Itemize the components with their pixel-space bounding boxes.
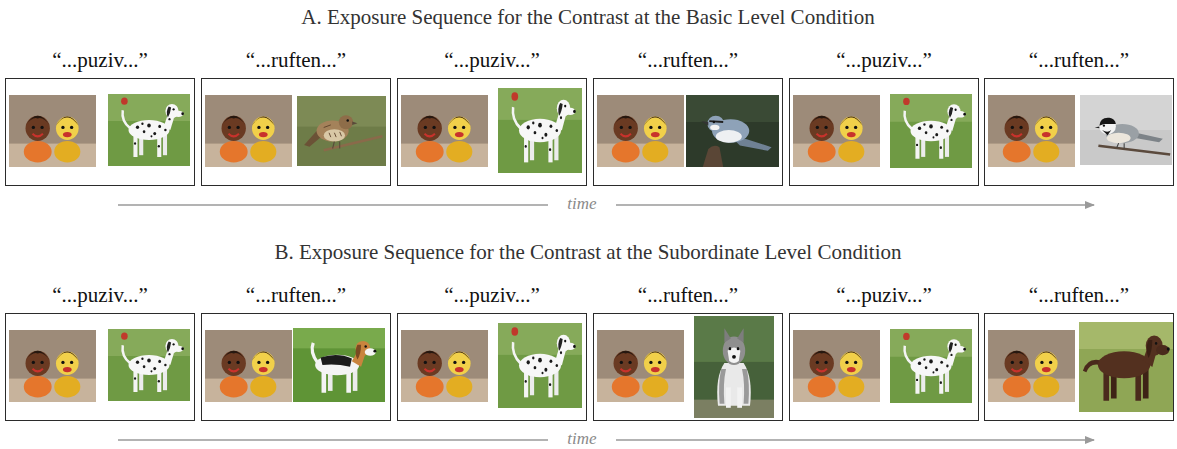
spoken-word: “...puziv...” bbox=[52, 48, 147, 73]
puppet-photo bbox=[205, 95, 292, 167]
exposure-frame: “...puziv...” bbox=[5, 78, 195, 186]
time-arrow bbox=[616, 204, 1094, 205]
dalmatian-photo bbox=[890, 94, 972, 168]
spoken-word: “...puziv...” bbox=[836, 48, 931, 73]
puppet-photo bbox=[597, 95, 684, 167]
spoken-word: “...ruften...” bbox=[638, 283, 738, 308]
puppet-photo bbox=[793, 330, 880, 402]
time-arrow bbox=[616, 439, 1094, 440]
puppet-photo bbox=[401, 95, 488, 167]
panel-title: A. Exposure Sequence for the Contrast at… bbox=[301, 5, 874, 30]
exposure-frame: “...puziv...” bbox=[397, 313, 587, 421]
time-label: time bbox=[564, 429, 599, 449]
puppet-photo bbox=[988, 330, 1075, 402]
bird-photo bbox=[686, 95, 779, 167]
exposure-frame: “...ruften...” bbox=[201, 78, 391, 186]
bird-photo bbox=[1080, 95, 1172, 165]
spoken-word: “...ruften...” bbox=[1029, 48, 1129, 73]
dog-photo bbox=[293, 328, 385, 402]
puppet-photo bbox=[9, 95, 96, 167]
spoken-word: “...ruften...” bbox=[638, 48, 738, 73]
puppet-photo bbox=[793, 95, 880, 167]
exposure-frame: “...puziv...” bbox=[789, 78, 979, 186]
spoken-word: “...ruften...” bbox=[246, 283, 346, 308]
bird-photo bbox=[297, 96, 386, 166]
exposure-frame: “...puziv...” bbox=[789, 313, 979, 421]
dog-photo bbox=[1079, 322, 1173, 412]
exposure-frame: “...ruften...” bbox=[593, 313, 783, 421]
exposure-frame: “...ruften...” bbox=[984, 313, 1174, 421]
dalmatian-photo bbox=[498, 88, 582, 173]
exposure-frame: “...ruften...” bbox=[984, 78, 1174, 186]
spoken-word: “...puziv...” bbox=[444, 48, 539, 73]
panel-title: B. Exposure Sequence for the Contrast at… bbox=[275, 240, 902, 265]
spoken-word: “...ruften...” bbox=[1029, 283, 1129, 308]
exposure-frame: “...ruften...” bbox=[593, 78, 783, 186]
puppet-photo bbox=[401, 330, 488, 402]
exposure-frame: “...puziv...” bbox=[5, 313, 195, 421]
spoken-word: “...puziv...” bbox=[52, 283, 147, 308]
dalmatian-photo bbox=[498, 323, 582, 408]
spoken-word: “...puziv...” bbox=[444, 283, 539, 308]
time-label: time bbox=[564, 194, 599, 214]
puppet-photo bbox=[597, 330, 684, 402]
spoken-word: “...ruften...” bbox=[246, 48, 346, 73]
puppet-photo bbox=[9, 330, 96, 402]
exposure-frame: “...puziv...” bbox=[397, 78, 587, 186]
dalmatian-photo bbox=[108, 94, 190, 166]
spoken-word: “...puziv...” bbox=[836, 283, 931, 308]
puppet-photo bbox=[988, 95, 1075, 167]
dalmatian-photo bbox=[108, 329, 190, 401]
time-line bbox=[118, 204, 548, 205]
time-line bbox=[118, 439, 548, 440]
exposure-frame: “...ruften...” bbox=[201, 313, 391, 421]
puppet-photo bbox=[205, 330, 292, 402]
dog-photo bbox=[694, 316, 774, 418]
dalmatian-photo bbox=[890, 329, 972, 403]
